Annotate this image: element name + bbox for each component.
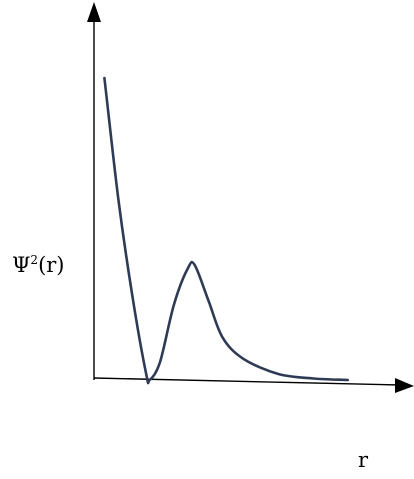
probability-density-curve (103, 76, 350, 385)
x-axis-arrowhead (395, 378, 414, 393)
y-axis-label: Ψ2(r) (12, 253, 65, 277)
x-axis-label: r (358, 448, 369, 472)
y-axis-label-superscript: 2 (30, 253, 38, 267)
y-axis-label-argument: (r) (38, 253, 64, 277)
y-axis-arrowhead (87, 2, 101, 22)
x-axis-line (93, 377, 401, 386)
y-axis (87, 2, 101, 380)
x-axis (93, 377, 414, 393)
y-axis-label-base: Ψ (12, 253, 30, 277)
